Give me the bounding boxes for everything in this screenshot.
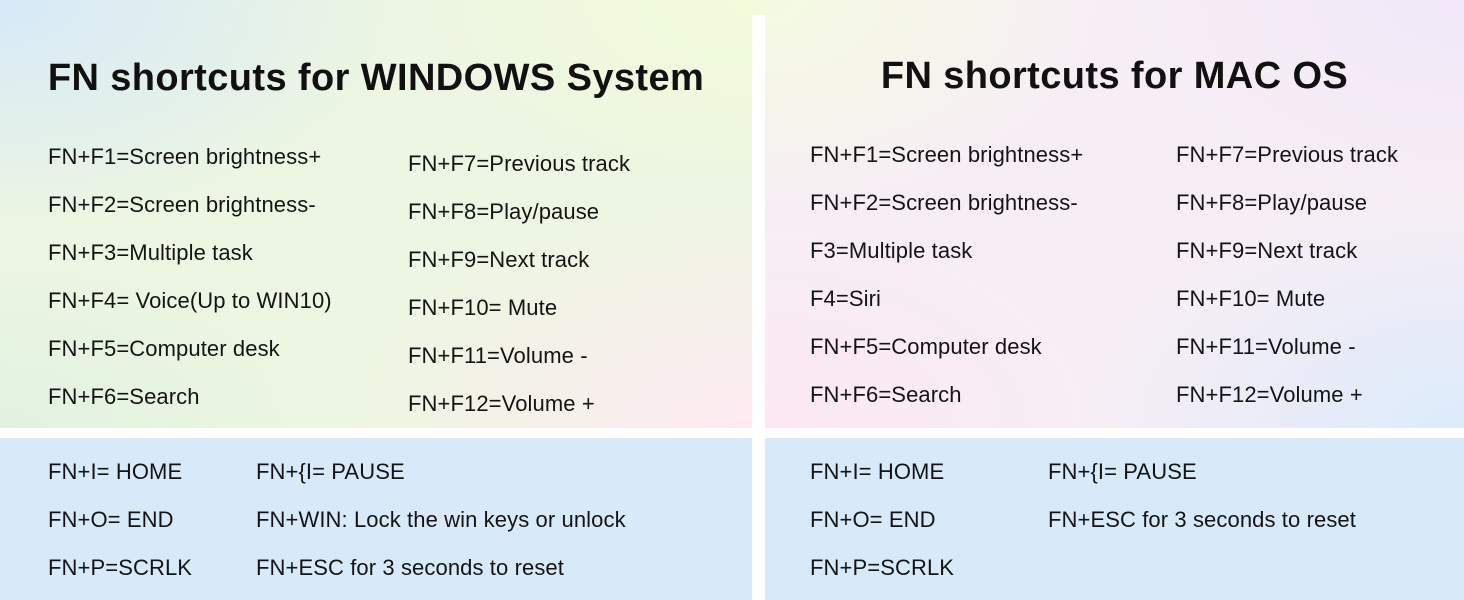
shortcut-item: FN+F6=Search <box>48 384 200 409</box>
shortcut-item: FN+F8=Play/pause <box>1176 190 1368 215</box>
shortcut-item: FN+F12=Volume + <box>1176 382 1363 407</box>
shortcut-item: FN+F5=Computer desk <box>810 334 1042 359</box>
windows-extra-keys-panel: FN+I= HOME FN+O= END FN+P=SCRLK FN+{I= P… <box>0 438 752 600</box>
shortcut-item: FN+F9=Next track <box>1176 238 1358 263</box>
mac-shortcuts-panel: FN shortcuts for MAC OS FN+F1=Screen bri… <box>765 0 1464 428</box>
shortcut-item: FN+F1=Screen brightness+ <box>48 144 322 169</box>
shortcut-item: FN+O= END <box>810 507 936 532</box>
mac-f7-f12-list: FN+F7=Previous track FN+F8=Play/pause FN… <box>1176 131 1398 419</box>
windows-extra-list-1: FN+I= HOME FN+O= END FN+P=SCRLK <box>48 448 192 592</box>
shortcut-item: FN+F1=Screen brightness+ <box>810 142 1084 167</box>
panel-divider-vertical <box>752 15 765 600</box>
shortcut-item: FN+F4= Voice(Up to WIN10) <box>48 288 332 313</box>
mac-extra-list-2: FN+{I= PAUSE FN+ESC for 3 seconds to res… <box>1048 448 1356 544</box>
shortcut-item: FN+F12=Volume + <box>408 391 595 416</box>
shortcut-item: FN+F6=Search <box>810 382 962 407</box>
shortcut-item: FN+WIN: Lock the win keys or unlock <box>256 507 626 532</box>
shortcut-item: FN+I= HOME <box>48 459 183 484</box>
shortcut-item: FN+I= HOME <box>810 459 945 484</box>
panel-divider-horizontal <box>0 428 1464 438</box>
shortcut-item: FN+O= END <box>48 507 174 532</box>
windows-f1-f6-list: FN+F1=Screen brightness+ FN+F2=Screen br… <box>48 133 332 421</box>
windows-shortcuts-panel: FN shortcuts for WINDOWS System FN+F1=Sc… <box>0 0 752 428</box>
shortcut-item: FN+F3=Multiple task <box>48 240 253 265</box>
shortcut-item: FN+F9=Next track <box>408 247 590 272</box>
mac-extra-list-1: FN+I= HOME FN+O= END FN+P=SCRLK <box>810 448 954 592</box>
shortcut-item: F4=Siri <box>810 286 881 311</box>
shortcut-item: FN+F7=Previous track <box>408 151 631 176</box>
shortcut-item: FN+P=SCRLK <box>48 555 193 580</box>
windows-extra-list-2: FN+{I= PAUSE FN+WIN: Lock the win keys o… <box>256 448 626 592</box>
mac-f1-f6-list: FN+F1=Screen brightness+ FN+F2=Screen br… <box>810 131 1083 419</box>
windows-panel-title: FN shortcuts for WINDOWS System <box>47 57 705 99</box>
shortcut-item: FN+{I= PAUSE <box>1048 459 1197 484</box>
shortcut-item: FN+F11=Volume - <box>408 343 588 368</box>
mac-panel-title: FN shortcuts for MAC OS <box>880 55 1349 97</box>
mac-extra-keys-panel: FN+I= HOME FN+O= END FN+P=SCRLK FN+{I= P… <box>765 438 1464 600</box>
shortcut-item: FN+F2=Screen brightness- <box>810 190 1078 215</box>
shortcut-item: FN+F10= Mute <box>1176 286 1326 311</box>
windows-f7-f12-list: FN+F7=Previous track FN+F8=Play/pause FN… <box>408 140 630 428</box>
shortcut-item: FN+ESC for 3 seconds to reset <box>256 555 564 580</box>
shortcut-item: FN+F10= Mute <box>408 295 558 320</box>
shortcut-item: FN+F8=Play/pause <box>408 199 600 224</box>
shortcut-item: FN+F11=Volume - <box>1176 334 1356 359</box>
shortcut-item: FN+F2=Screen brightness- <box>48 192 316 217</box>
shortcut-item: FN+P=SCRLK <box>810 555 955 580</box>
shortcut-item: FN+F5=Computer desk <box>48 336 280 361</box>
shortcut-item: FN+F7=Previous track <box>1176 142 1399 167</box>
shortcut-item: FN+ESC for 3 seconds to reset <box>1048 507 1356 532</box>
shortcut-item: F3=Multiple task <box>810 238 973 263</box>
shortcut-item: FN+{I= PAUSE <box>256 459 405 484</box>
